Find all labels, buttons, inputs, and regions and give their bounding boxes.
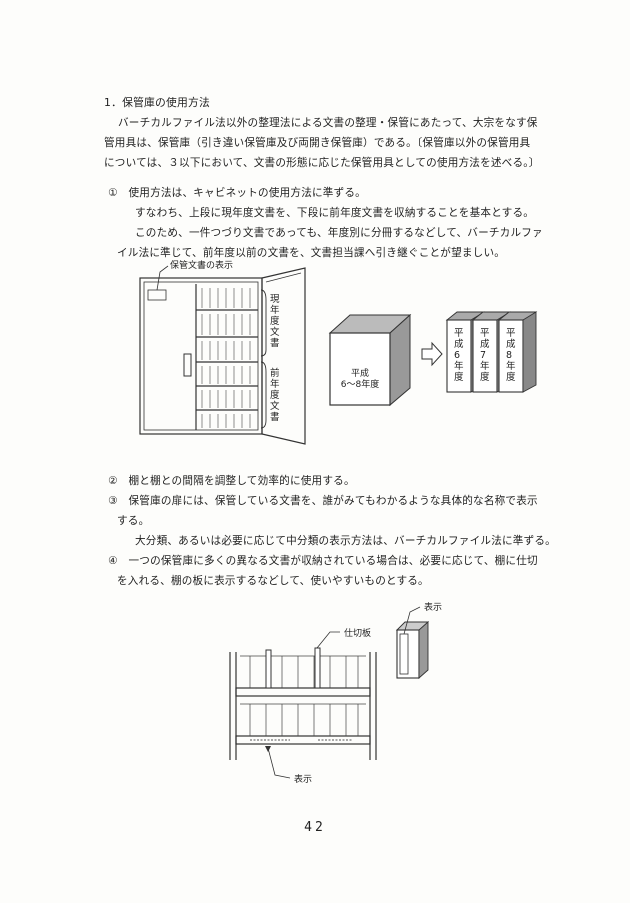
upper-shelf-char: 書 xyxy=(270,337,280,349)
box-label-line1: 平成 xyxy=(351,367,369,379)
binder-3 xyxy=(497,311,538,393)
lower-shelf-char: 年 xyxy=(270,378,280,390)
binder-1-char: 年 xyxy=(454,360,464,372)
upper-shelf-char: 現 xyxy=(270,294,280,305)
item3-line-3: 大分類、あるいは必要に応じて中分類の表示方法は、バーチカルファイル法に準ずる。 xyxy=(135,535,556,547)
binder-1-char: 6 xyxy=(454,350,460,361)
item4-line-2: を入れる、棚の板に表示するなどして、使いやすいものとする。 xyxy=(117,575,429,587)
lower-shelf-char: 度 xyxy=(270,389,280,401)
item1-line-3: このため、一件つづり文書であっても、年度別に分冊するなどして、バーチカルファ xyxy=(135,227,543,239)
intro-line-2: 管用具は、保管庫（引き違い保管庫及び両開き保管庫）である。〔保管庫以外の保管用具 xyxy=(104,137,531,149)
lower-shelf-label: 前年度文書 xyxy=(270,367,280,423)
page-number: 42 xyxy=(304,820,326,835)
arrow-icon xyxy=(421,341,443,367)
item1-line-2: すなわち、上段に現年度文書を、下段に前年度文書を収納することを基本とする。 xyxy=(135,207,535,219)
binder-2-char: 平 xyxy=(480,328,490,339)
binder-3-char: 平 xyxy=(506,328,516,339)
item1-line-4: イル法に準じて、前年度以前の文書を、文書担当課へ引き継ぐことが望ましい。 xyxy=(117,247,506,259)
figure-shelf xyxy=(229,652,377,760)
document-box xyxy=(328,313,412,407)
divider-board xyxy=(265,649,272,689)
binder-2-char: 成 xyxy=(480,338,490,350)
binder-1-char: 平 xyxy=(454,328,464,339)
item4-line-1: ④ 一つの保管庫に多くの異なる文書が収納されている場合は、必要に応じて、棚に仕切 xyxy=(108,555,538,567)
binder-2-char: 年 xyxy=(480,360,490,372)
lower-shelf-char: 文 xyxy=(270,400,280,412)
box-label-line2: 6～8年度 xyxy=(341,378,379,390)
binder-label: 表示 xyxy=(424,601,442,613)
binder-3-char: 成 xyxy=(506,338,516,350)
cabinet-handle xyxy=(183,353,192,377)
binder-1-char: 度 xyxy=(454,371,464,383)
section-title: 1．保管庫の使用方法 xyxy=(104,96,211,109)
binder-1-char: 成 xyxy=(454,338,464,350)
binder-2-char: 7 xyxy=(480,350,486,361)
divider-label: 仕切板 xyxy=(344,627,371,639)
shelf-label: 表示 xyxy=(294,773,312,785)
item3-line-2: する。 xyxy=(117,515,150,527)
upper-shelf-char: 文 xyxy=(270,326,280,338)
standalone-binder xyxy=(395,620,430,680)
door-label-plate xyxy=(147,289,167,301)
item2-line: ② 棚と棚との間隔を調整して効率的に使用する。 xyxy=(108,475,355,487)
item1-line-1: ① 使用方法は、キャビネットの使用方法に準ずる。 xyxy=(108,187,366,199)
door-label-text: 保管文書の表示 xyxy=(170,259,233,271)
divider-board xyxy=(314,647,321,689)
lower-shelf-char: 書 xyxy=(270,411,280,423)
binder-3-char: 8 xyxy=(506,350,512,361)
intro-line-3: については、３以下において、文書の形態に応じた保管用具としての使用方法を述べる。… xyxy=(104,157,540,169)
binder-2-char: 度 xyxy=(480,371,490,383)
upper-shelf-char: 度 xyxy=(270,315,280,327)
cabinet-door xyxy=(261,267,306,445)
upper-shelf-char: 年 xyxy=(270,304,280,316)
lower-shelf-char: 前 xyxy=(270,367,280,379)
binder-3-char: 度 xyxy=(506,371,516,383)
intro-line-1: バーチカルファイル法以外の整理法による文書の整理・保管にあたって、大宗をなす保 xyxy=(118,117,538,129)
upper-shelf-label: 現年度文書 xyxy=(270,294,280,349)
item3-line-1: ③ 保管庫の扉には、保管している文書を、誰がみてもわかるような具体的な名称で表示 xyxy=(108,495,538,507)
binder-3-char: 年 xyxy=(506,360,516,372)
